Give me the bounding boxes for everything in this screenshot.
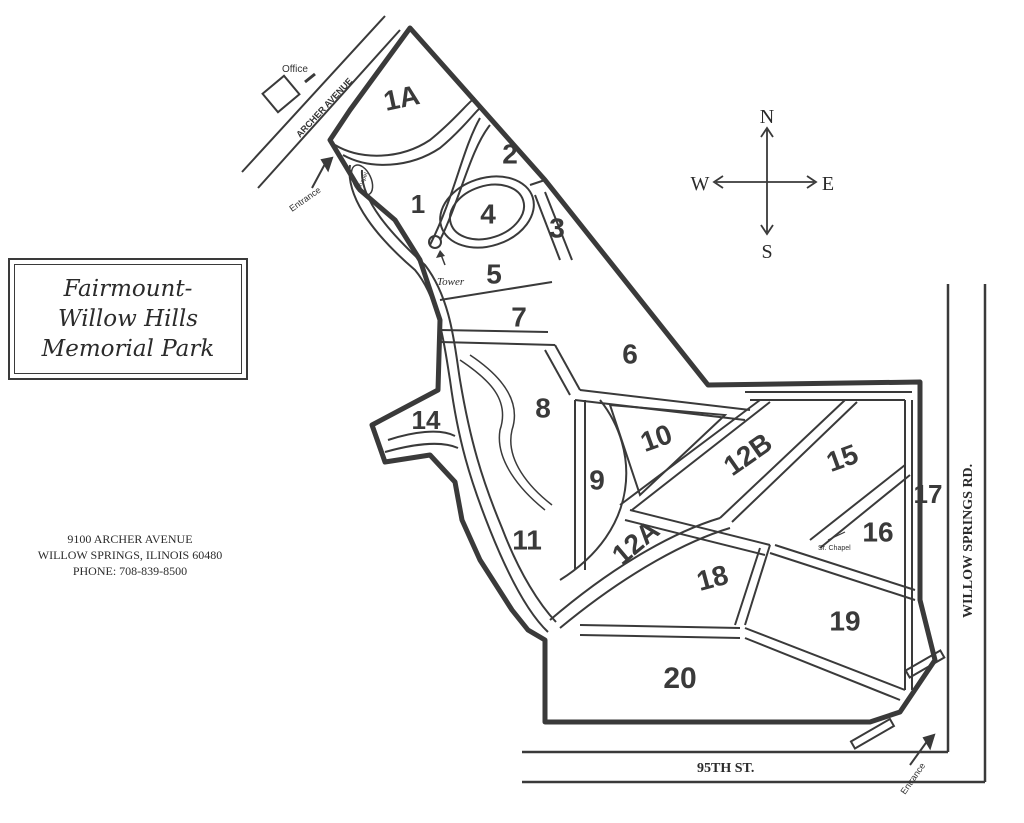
section-17: 17 bbox=[914, 479, 943, 509]
section-20: 20 bbox=[663, 662, 696, 695]
compass-w: W bbox=[691, 173, 710, 195]
section-labels: 1A 1 2 3 4 5 6 7 8 9 10 11 12A 12B 14 15… bbox=[381, 79, 943, 695]
compass-e: E bbox=[822, 173, 834, 195]
section-2: 2 bbox=[502, 138, 518, 169]
section-7: 7 bbox=[511, 301, 527, 332]
south-entrance-arrow-icon bbox=[909, 733, 936, 766]
section-14: 14 bbox=[412, 405, 441, 435]
section-3: 3 bbox=[549, 212, 565, 243]
section-6: 6 bbox=[622, 338, 638, 369]
archer-avenue-label: ARCHER AVENUE bbox=[294, 76, 354, 140]
willow-springs-road bbox=[946, 284, 987, 782]
section-4: 4 bbox=[480, 198, 496, 229]
internal-roads bbox=[334, 97, 916, 701]
section-16-note: Sr. Chapel bbox=[818, 545, 851, 552]
willow-springs-road-label: WILLOW SPRINGS RD. bbox=[961, 464, 976, 618]
section-1: 1 bbox=[411, 189, 425, 219]
compass-s: S bbox=[761, 241, 772, 263]
tower-marker bbox=[428, 235, 442, 249]
chapel-building bbox=[350, 164, 374, 196]
title-box: Fairmount- Willow Hills Memorial Park bbox=[8, 258, 248, 380]
section-5: 5 bbox=[486, 258, 502, 289]
section-10: 10 bbox=[636, 418, 676, 458]
section-16: 16 bbox=[862, 516, 893, 547]
address-block: 9100 ARCHER AVENUE WILLOW SPRINGS, ILINO… bbox=[20, 531, 240, 579]
section-18: 18 bbox=[693, 559, 731, 597]
section-9: 9 bbox=[589, 464, 605, 495]
section-11: 11 bbox=[512, 524, 542, 555]
title-line-3: Memorial Park bbox=[41, 336, 215, 362]
archer-avenue-road bbox=[241, 15, 401, 189]
section-19: 19 bbox=[829, 605, 860, 636]
section-15: 15 bbox=[822, 438, 862, 478]
address-phone: PHONE: 708-839-8500 bbox=[72, 564, 188, 578]
compass-n: N bbox=[760, 106, 774, 128]
compass-rose-icon bbox=[712, 126, 818, 236]
section-1A: 1A bbox=[381, 79, 422, 117]
title-line-2: Willow Hills bbox=[57, 306, 199, 332]
chapel-label: Chapel bbox=[356, 172, 369, 192]
address-street: 9100 ARCHER AVENUE bbox=[67, 532, 193, 546]
south-entrance-label: Entrance bbox=[898, 761, 927, 796]
95th-street-label: 95TH ST. bbox=[697, 761, 754, 776]
tower-label: Tower bbox=[437, 276, 465, 288]
address-city: WILLOW SPRINGS, ILINOIS 60480 bbox=[37, 548, 223, 562]
office-label: Office bbox=[282, 64, 308, 75]
95th-street-road bbox=[522, 750, 985, 784]
cemetery-boundary bbox=[327, 25, 938, 725]
archer-entrance-label: Entrance bbox=[287, 185, 322, 214]
south-entrance-gates bbox=[849, 649, 946, 750]
office-building bbox=[261, 74, 301, 114]
archer-entrance-arrow-icon bbox=[311, 156, 334, 189]
title-line-1: Fairmount- bbox=[63, 276, 193, 302]
section-8: 8 bbox=[535, 392, 551, 423]
